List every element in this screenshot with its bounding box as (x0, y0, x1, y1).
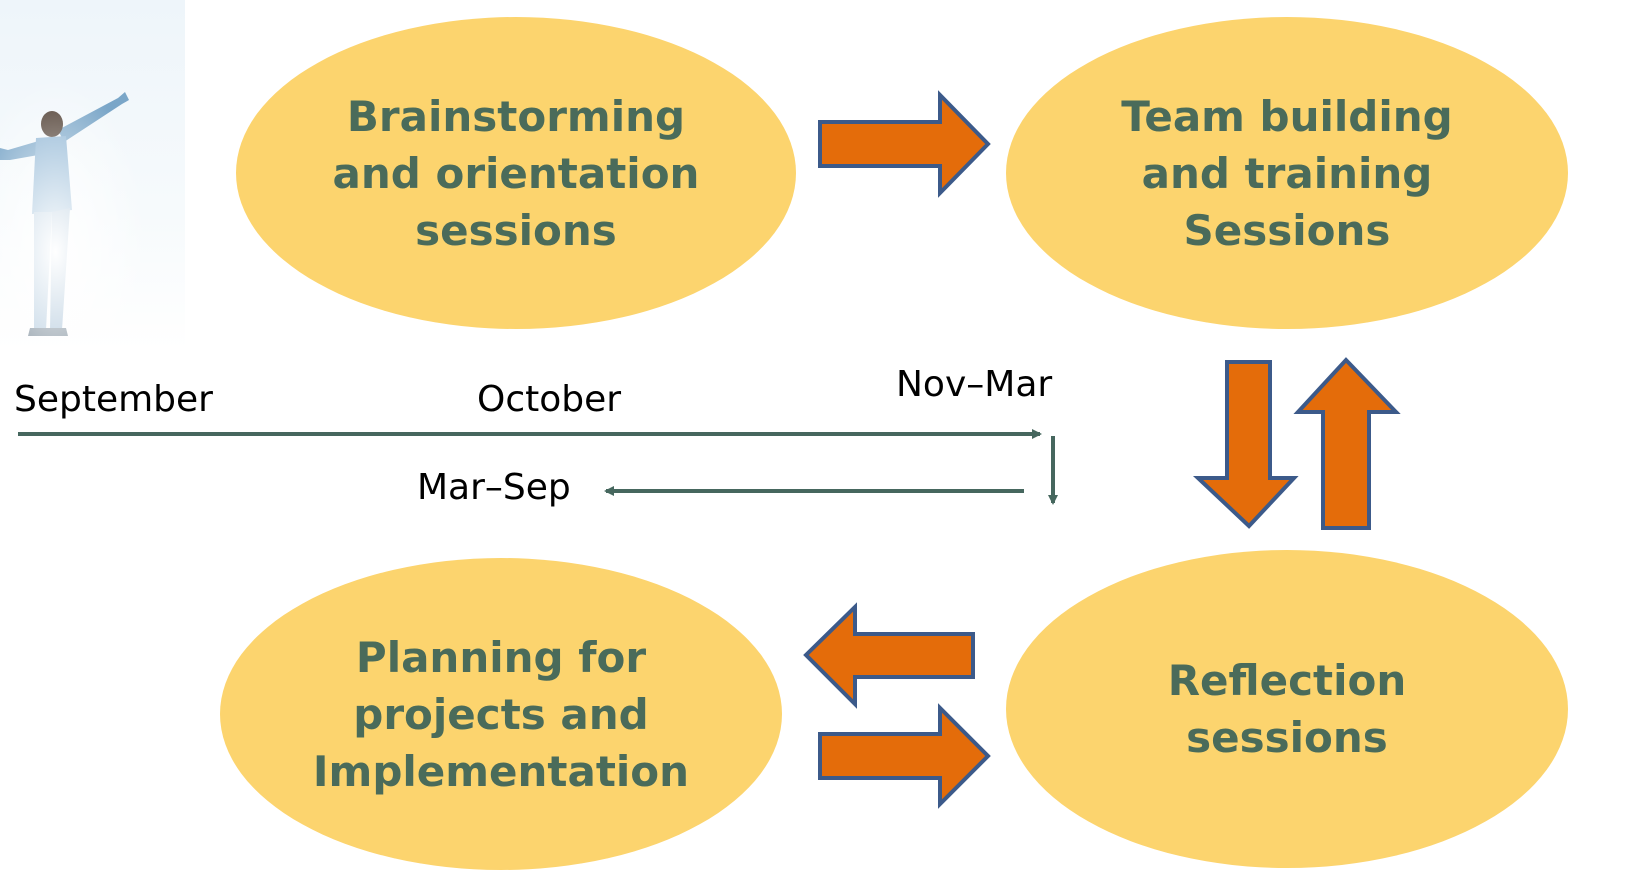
stage-reflection: Reflection sessions (1006, 550, 1568, 868)
stage-planning-label: Planning for projects and Implementation (312, 632, 690, 796)
block-arrow-left-bottom (803, 602, 975, 709)
stage-brainstorming: Brainstorming and orientation sessions (236, 17, 796, 329)
timeline-label-mar-sep: Mar–Sep (417, 467, 571, 508)
timeline-label-nov-mar: Nov–Mar (896, 364, 1053, 405)
stage-team-building: Team building and training Sessions (1006, 17, 1568, 329)
stage-brainstorming-label: Brainstorming and orientation sessions (332, 91, 700, 255)
block-arrow-down (1192, 360, 1299, 529)
person-arms-raised-photo (0, 0, 185, 350)
timeline-label-october: October (477, 379, 622, 420)
block-arrow-right-top (818, 90, 991, 198)
stage-reflection-label: Reflection sessions (1167, 656, 1407, 762)
block-arrow-right-bottom (818, 703, 991, 809)
block-arrow-up (1293, 357, 1401, 530)
stage-planning: Planning for projects and Implementation (220, 558, 782, 870)
timeline-label-september: September (14, 379, 213, 420)
stage-team-building-label: Team building and training Sessions (1121, 91, 1453, 255)
